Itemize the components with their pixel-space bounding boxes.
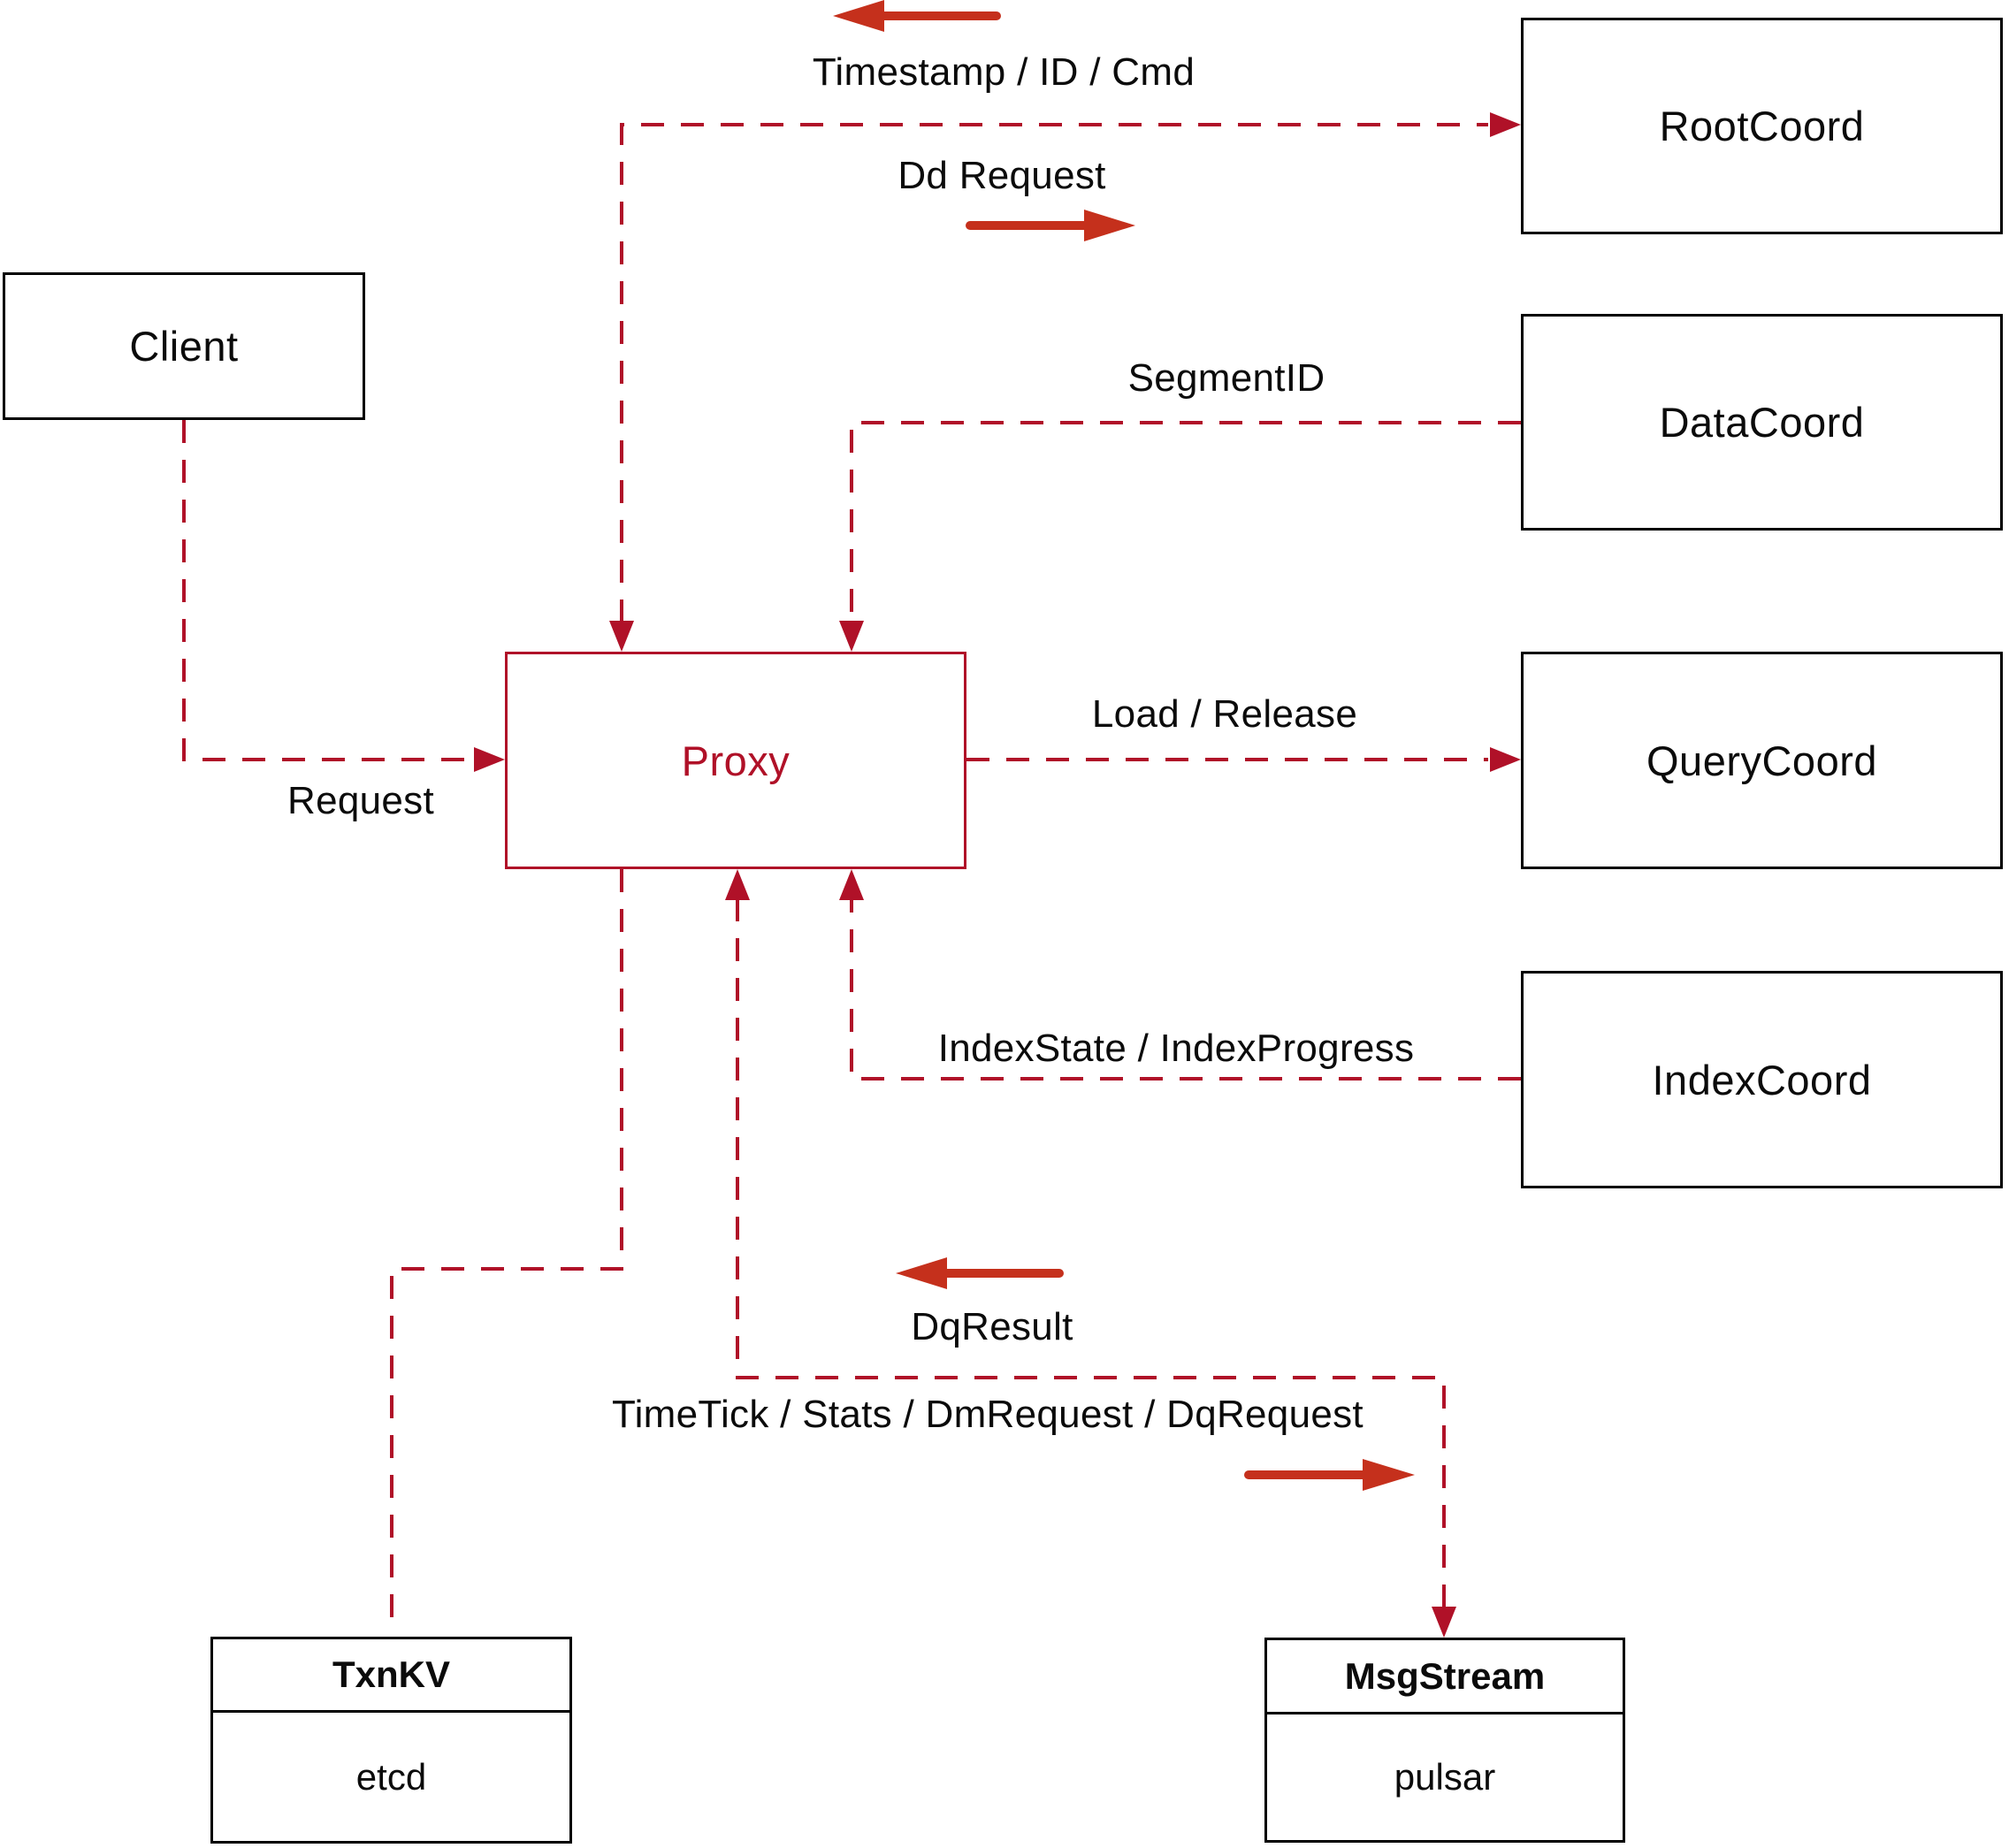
edge-label-request: Request bbox=[287, 779, 434, 822]
edge-label-timestamp: Timestamp / ID / Cmd bbox=[812, 50, 1195, 94]
edge-proxy-rootcoord bbox=[620, 123, 1488, 622]
arrowhead-into-proxy-bot1-icon bbox=[725, 869, 750, 900]
node-indexcoord: IndexCoord bbox=[1521, 971, 2003, 1188]
arrowhead-into-proxy-top2-icon bbox=[839, 621, 864, 652]
node-querycoord-label: QueryCoord bbox=[1646, 737, 1877, 784]
node-msgstream: MsgStream pulsar bbox=[1264, 1638, 1625, 1843]
node-indexcoord-label: IndexCoord bbox=[1652, 1056, 1872, 1103]
node-client: Client bbox=[3, 272, 365, 420]
arrowhead-into-proxy-left-icon bbox=[474, 747, 505, 772]
node-datacoord-label: DataCoord bbox=[1659, 399, 1865, 446]
arrow-right-timetick-icon bbox=[1244, 1459, 1415, 1491]
node-client-label: Client bbox=[129, 323, 239, 370]
edge-proxy-txnkv bbox=[390, 869, 623, 1634]
edge-arrowheads bbox=[474, 112, 1521, 1638]
edge-label-timetick: TimeTick / Stats / DmRequest / DqRequest bbox=[612, 1393, 1364, 1436]
arrowhead-into-msgstream-icon bbox=[1432, 1607, 1456, 1638]
node-msgstream-body: pulsar bbox=[1394, 1756, 1496, 1798]
node-txnkv-body: etcd bbox=[355, 1755, 427, 1798]
edge-label-load-release: Load / Release bbox=[1091, 692, 1358, 736]
edge-proxy-msgstream bbox=[736, 898, 1446, 1607]
edge-label-segment-id: SegmentID bbox=[1127, 356, 1325, 400]
node-rootcoord-label: RootCoord bbox=[1659, 103, 1865, 149]
edge-client-proxy bbox=[182, 420, 472, 761]
node-proxy-label: Proxy bbox=[681, 737, 791, 784]
arrowhead-into-querycoord-icon bbox=[1490, 747, 1521, 772]
edge-label-index-state: IndexState / IndexProgress bbox=[937, 1027, 1415, 1070]
node-msgstream-title: MsgStream bbox=[1267, 1640, 1623, 1714]
node-datacoord: DataCoord bbox=[1521, 314, 2003, 531]
arrow-right-dd-request-icon bbox=[966, 210, 1135, 241]
node-txnkv-title: TxnKV bbox=[213, 1639, 569, 1713]
arrow-left-timestamp-icon bbox=[833, 0, 1001, 32]
node-txnkv: TxnKV etcd bbox=[210, 1637, 572, 1844]
node-proxy: Proxy bbox=[505, 652, 966, 869]
edge-label-dq-result: DqResult bbox=[911, 1305, 1073, 1348]
node-querycoord: QueryCoord bbox=[1521, 652, 2003, 869]
arrow-left-dq-result-icon bbox=[896, 1257, 1064, 1289]
arrowhead-into-proxy-bot2-icon bbox=[839, 869, 864, 900]
arrowhead-into-rootcoord-icon bbox=[1490, 112, 1521, 137]
arrowhead-into-proxy-top1-icon bbox=[609, 621, 634, 652]
edge-datacoord-proxy bbox=[850, 421, 1521, 622]
edge-label-dd-request: Dd Request bbox=[898, 154, 1106, 197]
dashed-edges bbox=[182, 123, 1521, 1634]
direction-arrows bbox=[833, 0, 1415, 1491]
node-rootcoord: RootCoord bbox=[1521, 18, 2003, 234]
